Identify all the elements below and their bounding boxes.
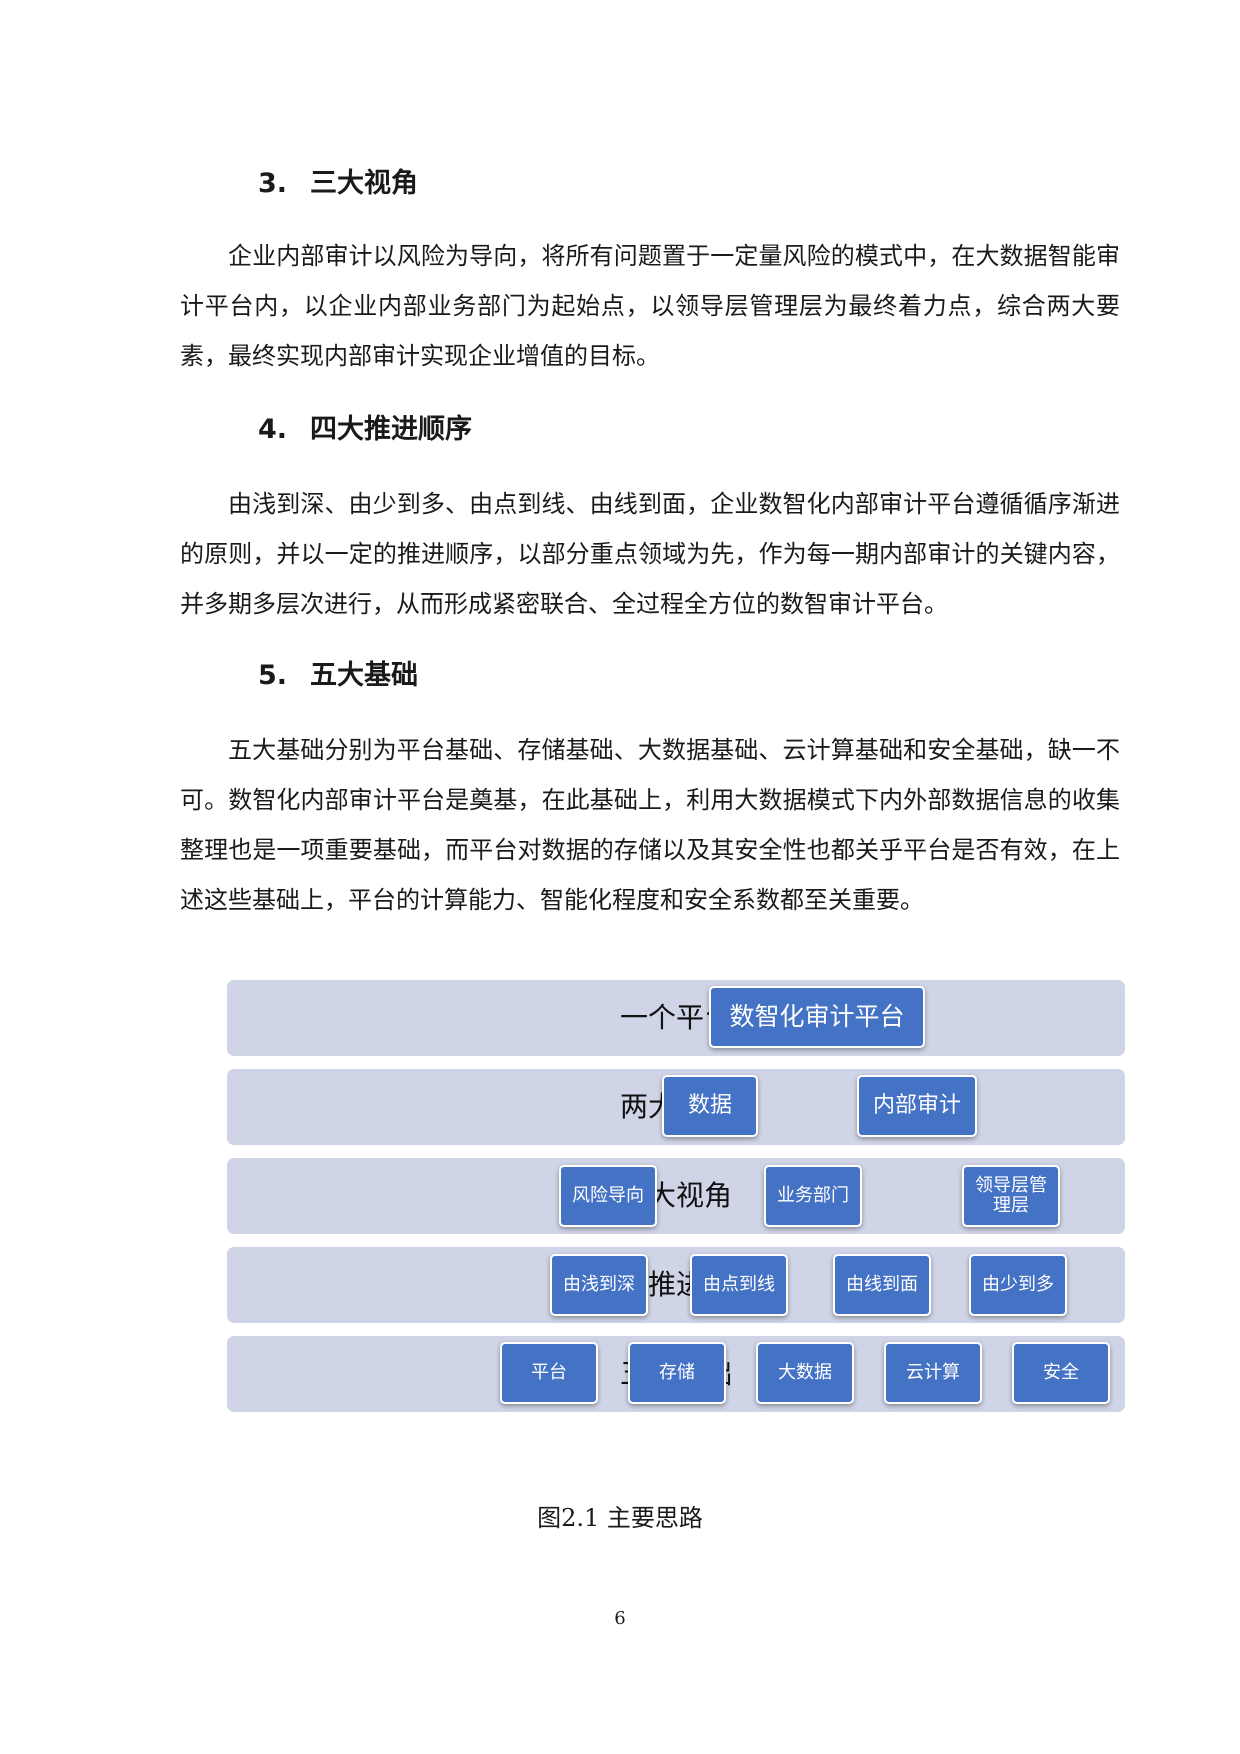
diagram-node: 领导层管理层 — [962, 1165, 1060, 1227]
diagram-node: 内部审计 — [857, 1075, 977, 1137]
section-number: 5. — [258, 660, 288, 691]
section-heading-5: 5. 五大基础 — [258, 656, 418, 696]
diagram-node: 云计算 — [884, 1342, 982, 1404]
diagram-node: 由少到多 — [969, 1254, 1067, 1316]
band-label: 一个平台 — [619, 1001, 732, 1034]
diagram-node: 由点到线 — [690, 1254, 788, 1316]
page-number: 6 — [614, 1608, 626, 1629]
section-title: 四大推进顺序 — [310, 414, 472, 445]
diagram-node: 业务部门 — [764, 1165, 862, 1227]
diagram-node: 大数据 — [756, 1342, 854, 1404]
section-title: 三大视角 — [310, 168, 418, 199]
diagram-node: 数智化审计平台 — [709, 986, 925, 1048]
section-title: 五大基础 — [310, 660, 418, 691]
diagram-node: 数据 — [662, 1075, 758, 1137]
section-heading-3: 3. 三大视角 — [258, 164, 418, 204]
diagram-node: 由线到面 — [833, 1254, 931, 1316]
diagram-node: 平台 — [500, 1342, 598, 1404]
section-paragraph-3: 企业内部审计以风险为导向，将所有问题置于一定量风险的模式中，在大数据智能审计平台… — [180, 242, 1120, 370]
section-number: 3. — [258, 168, 288, 199]
section-number: 4. — [258, 414, 288, 445]
section-paragraph-5: 五大基础分别为平台基础、存储基础、大数据基础、云计算基础和安全基础，缺一不可。数… — [180, 736, 1120, 914]
section-paragraph-4: 由浅到深、由少到多、由点到线、由线到面，企业数智化内部审计平台遵循循序渐进的原则… — [180, 490, 1120, 618]
diagram-node: 风险导向 — [559, 1165, 657, 1227]
diagram-node: 存储 — [628, 1342, 726, 1404]
diagram-band-platform: 一个平台 — [227, 980, 1125, 1056]
diagram-node: 安全 — [1012, 1342, 1110, 1404]
section-heading-4: 4. 四大推进顺序 — [258, 410, 472, 450]
figure-caption: 图2.1 主要思路 — [537, 1504, 703, 1532]
diagram-node: 由浅到深 — [550, 1254, 648, 1316]
